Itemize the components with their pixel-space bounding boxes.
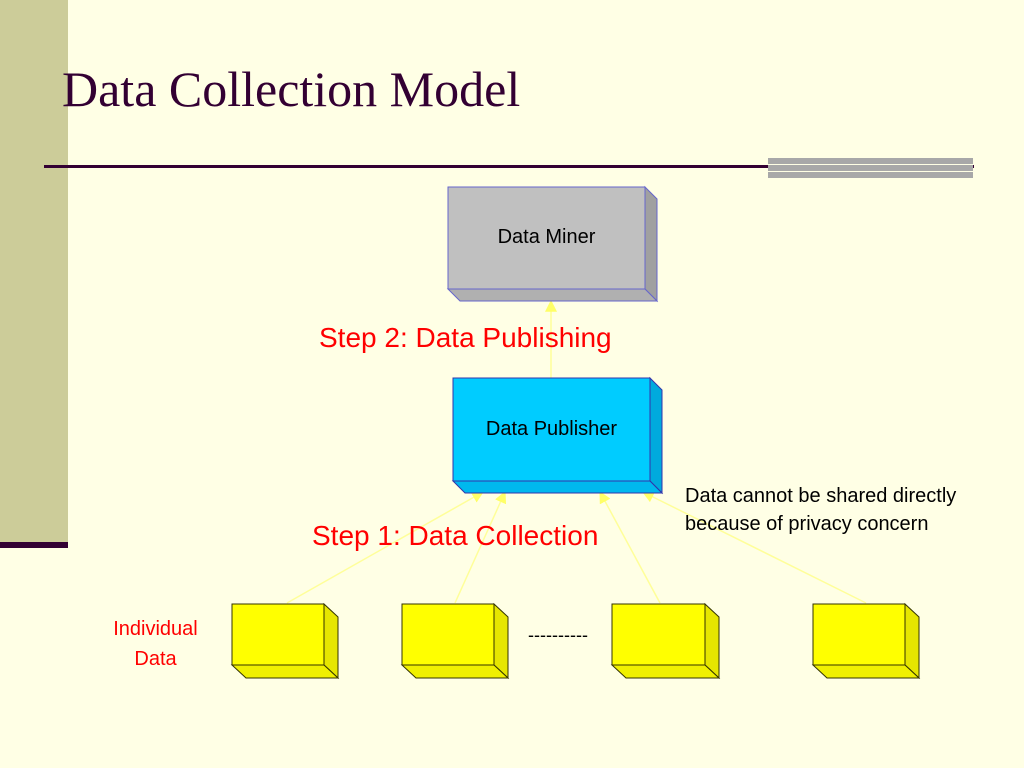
connector-lines bbox=[286, 299, 867, 604]
step1-label: Step 1: Data Collection bbox=[312, 520, 599, 551]
slide-title: Data Collection Model bbox=[62, 61, 521, 117]
data-publisher-label: Data Publisher bbox=[485, 418, 618, 440]
individual-box-3 bbox=[610, 602, 721, 680]
data-publisher-box bbox=[451, 376, 664, 495]
individual-data-label: Individual Data bbox=[113, 618, 198, 670]
data-miner-label: Data Miner bbox=[497, 226, 596, 248]
arrow-individual-3 bbox=[599, 490, 661, 604]
individual-box-4 bbox=[811, 602, 921, 680]
title-rule-accent bbox=[768, 158, 973, 178]
arrow-individual-4 bbox=[641, 491, 867, 604]
sidebar-band bbox=[0, 0, 68, 542]
data-miner-box bbox=[446, 185, 659, 303]
privacy-note: Data cannot be shared directly because o… bbox=[685, 485, 957, 535]
step2-label: Step 2: Data Publishing bbox=[319, 322, 612, 353]
title-rule bbox=[44, 165, 974, 168]
arrow-individual-1 bbox=[286, 491, 485, 604]
ellipsis-dashes: ---------- bbox=[528, 625, 588, 645]
sidebar-accent bbox=[0, 542, 68, 548]
individual-box-1 bbox=[230, 602, 340, 680]
individual-box-2 bbox=[400, 602, 510, 680]
arrow-individual-2 bbox=[454, 490, 507, 604]
